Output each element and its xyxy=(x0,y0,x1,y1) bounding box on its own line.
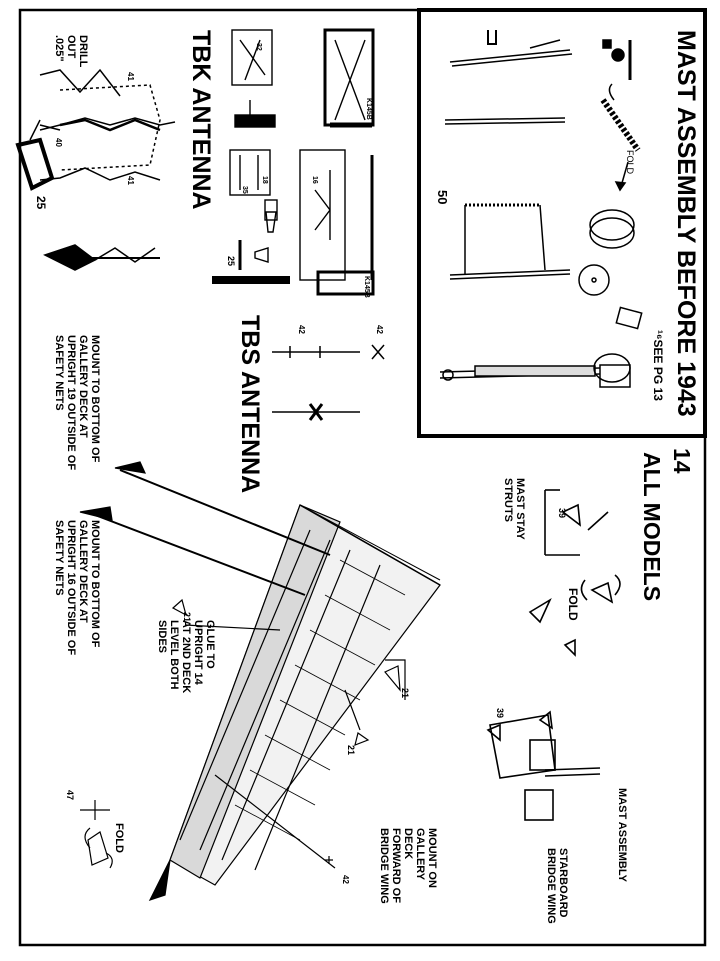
part-41-a: 41 xyxy=(126,72,135,81)
part-41-b: 41 xyxy=(126,176,135,185)
part-18: 18 xyxy=(261,176,268,184)
part-32: 32 xyxy=(255,43,262,51)
part-25-a: 25 xyxy=(34,196,48,210)
title-tbk-antenna: TBK ANTENNA xyxy=(187,30,215,210)
note-fold-all-models: FOLD xyxy=(566,588,580,621)
note-glue-upright-14: GLUE TO UPRIGHT 14 AT 2ND DECK LEVEL BOT… xyxy=(156,620,217,694)
part-50: 50 xyxy=(435,190,450,205)
note-fold-lower: FOLD xyxy=(113,823,125,853)
page-frame xyxy=(18,8,707,947)
page-number: 14 xyxy=(669,448,695,474)
part-42-b: 42 xyxy=(375,325,384,334)
mast-before-1943-box xyxy=(417,8,707,438)
part-16: 16 xyxy=(311,176,318,184)
note-starboard-bridge-wing: STARBOARD BRIDGE WING xyxy=(545,848,569,924)
note-mast-assembly: MAST ASSEMBLY xyxy=(616,788,628,882)
note-mount-gallery-deck: MOUNT ON GALLERY DECK FORWARD OF BRIDGE … xyxy=(378,828,439,904)
all-models-drawing xyxy=(528,489,621,657)
part-25-b: 25 xyxy=(226,256,236,267)
part-40: 40 xyxy=(54,138,63,147)
bridge-wing-drawing xyxy=(486,710,601,821)
mast-before-1943-drawing xyxy=(439,30,643,388)
note-fold-top: FOLD xyxy=(625,150,635,175)
note-mast-stay-struts: MAST STAY STRUTS xyxy=(502,478,526,540)
part-35: 35 xyxy=(241,186,248,194)
note-drill-out: DRILL OUT .025" xyxy=(53,35,89,68)
part-21-c: 21 xyxy=(346,745,356,756)
note-see-pg-13: ¹⁶SEE PG 13 xyxy=(651,330,665,401)
part-47: 47 xyxy=(65,790,75,801)
tbs-antenna-drawing xyxy=(272,344,385,421)
part-42-c: 42 xyxy=(341,875,350,884)
part-39-b: 39 xyxy=(495,708,505,719)
ship-hull-drawing xyxy=(79,461,441,902)
title-tbs-antenna: TBS ANTENNA xyxy=(236,315,264,494)
part-42-a: 42 xyxy=(297,325,306,334)
gallery-detail-drawings xyxy=(212,28,375,296)
part-21-a: 21 xyxy=(182,612,192,623)
part-39-a: 39 xyxy=(557,508,567,519)
title-mast-assembly-before-1943: MAST ASSEMBLY BEFORE 1943 xyxy=(672,30,700,417)
part-21-b: 21 xyxy=(400,688,410,699)
part-k145b-a: K145B xyxy=(365,98,372,120)
tbk-antenna-drawing xyxy=(15,68,176,271)
note-mount-gallery-16: MOUNT TO BOTTOM OF GALLERY DECK AT UPRIG… xyxy=(53,520,101,656)
part-k145b-b: K145B xyxy=(363,276,370,298)
title-all-models: ALL MODELS xyxy=(639,452,665,602)
note-mount-gallery-19: MOUNT TO BOTTOM OF GALLERY DECK AT UPRIG… xyxy=(53,335,101,471)
